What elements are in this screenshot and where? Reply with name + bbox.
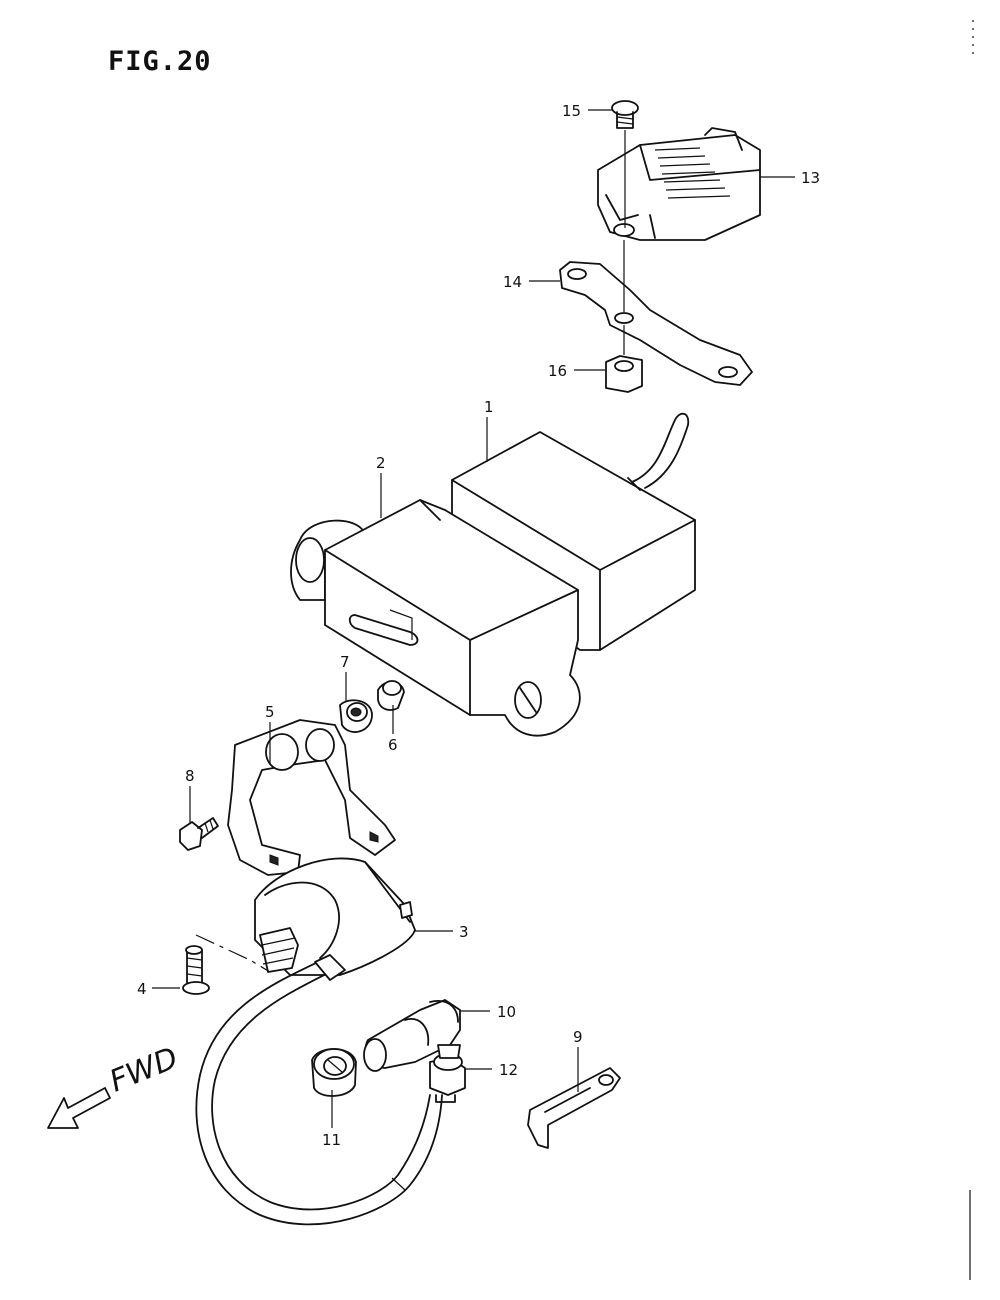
part-10-spark-plug-cap [363,999,461,1072]
part-14-bracket [559,240,753,386]
callout-15: 15 [562,102,581,120]
part-7-collar [339,699,373,733]
callout-1: 1 [484,398,494,416]
part-6-cap [377,680,405,711]
part-4-screw [182,934,271,995]
callout-13: 13 [801,169,820,187]
part-9-clamp [527,1067,621,1149]
callout-10: 10 [497,1003,516,1021]
figure-title: FIG.20 [108,46,212,77]
part-5-bracket [227,719,396,876]
fwd-label: FWD [105,1041,183,1100]
callout-11: 11 [322,1131,341,1149]
part-2-ignition-coil-box [290,499,581,737]
callout-numbers: 1 2 3 4 5 6 7 8 9 10 11 12 13 14 15 16 [137,102,820,1149]
part-15-screw [611,100,639,228]
callout-7: 7 [340,653,350,671]
part-11-cap [311,1048,357,1097]
part-3-ignition-coil [254,857,416,976]
high-tension-lead [195,954,443,1226]
callout-4: 4 [137,980,147,998]
part-12-fitting [429,1044,466,1103]
callout-14: 14 [503,273,522,291]
callout-16: 16 [548,362,567,380]
callout-12: 12 [499,1061,518,1079]
callout-5: 5 [265,703,275,721]
leader-lines [152,109,795,1128]
part-16-nut [605,355,643,393]
callout-9: 9 [573,1028,583,1046]
callout-8: 8 [185,767,195,785]
part-13-regulator [597,127,761,241]
scan-edge-marks [969,20,974,1280]
callout-2: 2 [376,454,386,472]
fwd-arrow-icon [47,1087,111,1129]
part-8-bolt [179,817,219,851]
callout-3: 3 [459,923,469,941]
callout-6: 6 [388,736,398,754]
